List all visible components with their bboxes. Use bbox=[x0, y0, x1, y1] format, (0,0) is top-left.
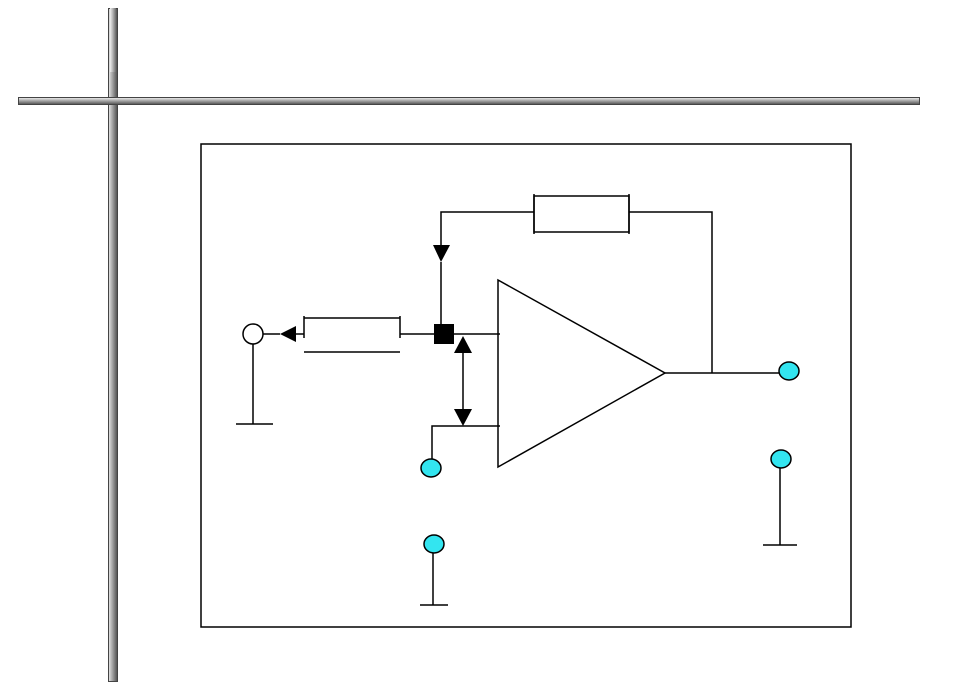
ground-terminal bbox=[423, 534, 445, 554]
double-arrow-down-head bbox=[454, 409, 472, 426]
non-inverting-terminal bbox=[420, 458, 442, 478]
summing-junction-node bbox=[434, 324, 454, 344]
op-amp-triangle bbox=[497, 278, 667, 469]
non-inverting-input-wire bbox=[431, 425, 500, 459]
vertical-rule-highlight bbox=[110, 8, 116, 72]
diagram-frame bbox=[200, 143, 852, 628]
horizontal-rule bbox=[18, 97, 920, 105]
output-ground-terminal bbox=[770, 449, 792, 469]
double-arrow-up-head bbox=[454, 336, 472, 353]
input-arrowhead bbox=[280, 326, 296, 342]
feedback-arrowhead bbox=[433, 245, 450, 262]
output-terminal bbox=[778, 361, 800, 381]
feedback-wire-left bbox=[440, 211, 534, 245]
feedback-wire-right bbox=[629, 211, 713, 373]
